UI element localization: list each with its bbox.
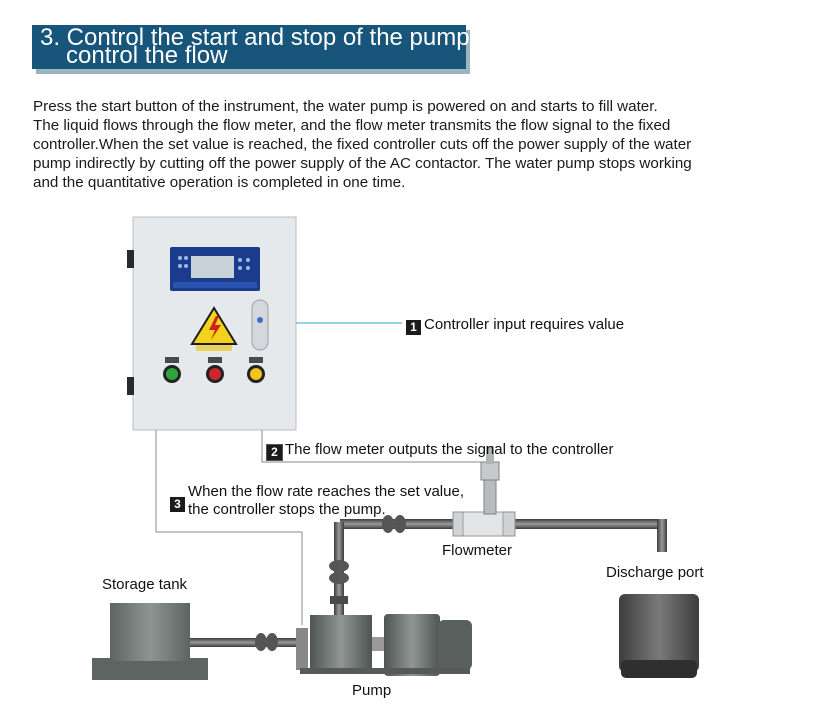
intro-line: pump indirectly by cutting off the power… <box>33 155 692 172</box>
storage-tank-label: Storage tank <box>102 576 188 593</box>
step-text: Controller input requires value <box>424 316 625 333</box>
step-number: 2 <box>267 445 282 460</box>
intro-paragraph: Press the start button of the instrument… <box>33 97 803 192</box>
discharge-port-vessel <box>619 594 699 678</box>
step-text-line1: When the flow rate reaches the set value… <box>188 483 464 500</box>
start-button-indicator <box>166 368 178 380</box>
flowmeter <box>452 446 516 537</box>
step-number: 3 <box>170 497 185 512</box>
step-number: 1 <box>406 320 421 335</box>
pump-label: Pump <box>352 682 392 699</box>
pump-control-wire <box>155 430 303 625</box>
storage-tank <box>92 603 208 680</box>
pump <box>296 614 472 676</box>
flowmeter-label: Flowmeter <box>442 542 513 559</box>
intro-line: The liquid flows through the flow meter,… <box>33 117 671 134</box>
intro-line: controller.When the set value is reached… <box>33 136 692 153</box>
intro-line: Press the start button of the instrument… <box>33 98 658 115</box>
step-text-line2: the controller stops the pump. <box>188 501 386 518</box>
title-line-1: 3. Control the start and stop of the pum… <box>40 24 470 51</box>
title-banner: 3. Control the start and stop of the pum… <box>32 25 470 69</box>
status-indicator <box>250 368 262 380</box>
intro-line: and the quantitative operation is comple… <box>33 174 406 191</box>
callout-step3: 3When the flow rate reaches the set valu… <box>170 483 464 519</box>
step-text: The flow meter outputs the signal to the… <box>285 441 614 458</box>
stop-button-indicator <box>209 368 221 380</box>
discharge-port-label: Discharge port <box>606 564 704 581</box>
title-line-2: control the flow <box>66 42 228 69</box>
control-cabinet <box>127 216 297 431</box>
high-voltage-warning-icon <box>190 306 238 351</box>
